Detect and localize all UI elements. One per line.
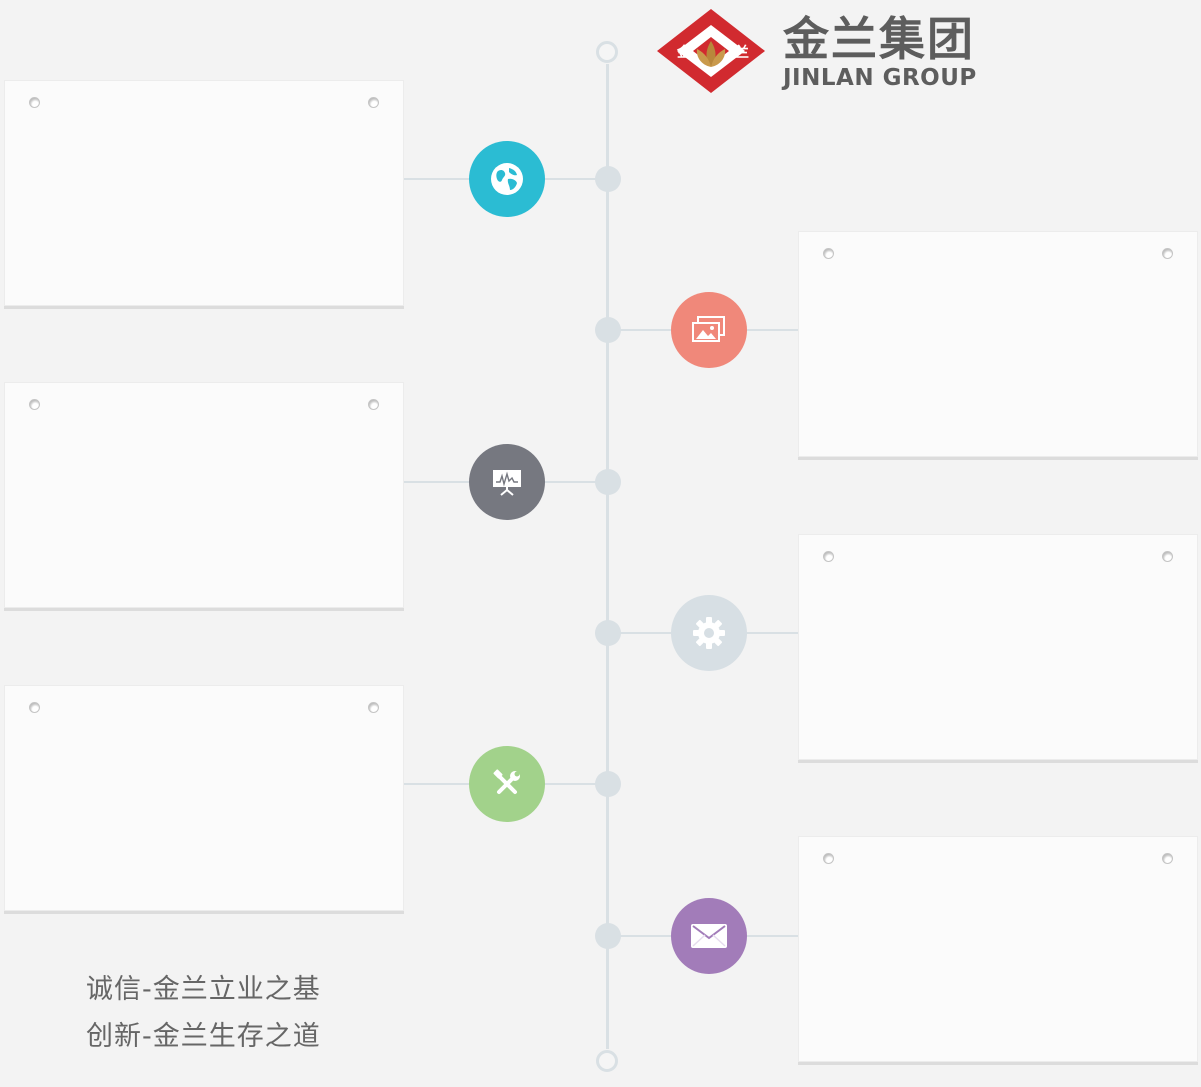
pin-icon (29, 399, 40, 410)
timeline-icon-1[interactable] (469, 141, 545, 217)
timeline-icon-4[interactable] (671, 595, 747, 671)
pin-icon (823, 248, 834, 259)
logo-mark-right-char: 兰 (735, 44, 749, 61)
mail-icon (691, 924, 727, 948)
logo-mark-left-char: 金 (676, 44, 692, 61)
logo-name-cn: 金兰集团 (783, 12, 975, 66)
slogan-line-1: 诚信-金兰立业之基 (86, 974, 321, 1005)
pin-icon (1162, 551, 1173, 562)
timeline-icon-5[interactable] (469, 746, 545, 822)
pin-icon (823, 853, 834, 864)
pin-icon (823, 551, 834, 562)
timeline-card-1 (4, 80, 404, 306)
timeline-icon-3[interactable] (469, 444, 545, 520)
timeline-node-2 (595, 317, 621, 343)
jinlan-logo: 金 兰 金兰集团 JINLAN GROUP (655, 7, 1035, 99)
image-icon (692, 316, 725, 342)
timeline-node-3 (595, 469, 621, 495)
pin-icon (368, 399, 379, 410)
pin-icon (1162, 853, 1173, 864)
presentation-icon (493, 470, 521, 496)
timeline-icon-6[interactable] (671, 898, 747, 974)
timeline-spine (606, 64, 609, 1049)
timeline-card-5 (4, 685, 404, 911)
pin-icon (1162, 248, 1173, 259)
timeline-icon-2[interactable] (671, 292, 747, 368)
pin-icon (368, 702, 379, 713)
pin-icon (29, 97, 40, 108)
timeline-card-6 (798, 836, 1198, 1062)
jinlan-logo-mark: 金 兰 (657, 9, 765, 93)
timeline-node-5 (595, 771, 621, 797)
timeline-node-4 (595, 620, 621, 646)
globe-icon (491, 163, 523, 195)
timeline-node-1 (595, 166, 621, 192)
pin-icon (368, 97, 379, 108)
timeline-node-6 (595, 923, 621, 949)
timeline-card-4 (798, 534, 1198, 760)
slogan-line-2: 创新-金兰生存之道 (86, 1021, 321, 1052)
timeline-start-circle (596, 41, 618, 63)
timeline-end-circle (596, 1050, 618, 1072)
tools-icon (493, 769, 520, 794)
timeline-card-3 (4, 382, 404, 608)
timeline-card-2 (798, 231, 1198, 457)
logo-name-en: JINLAN GROUP (783, 65, 977, 91)
gear-icon (693, 617, 725, 649)
pin-icon (29, 702, 40, 713)
slogan: 诚信-金兰立业之基 创新-金兰生存之道 (86, 966, 321, 1060)
